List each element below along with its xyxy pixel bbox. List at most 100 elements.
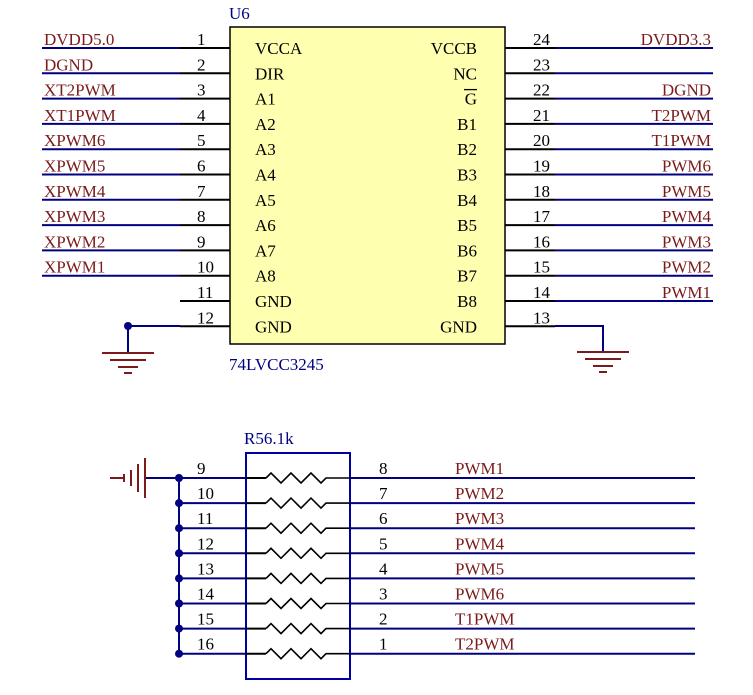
pin-name: B1 [457, 115, 477, 134]
net-label-xpwm2: XPWM2 [44, 232, 105, 251]
net-label-pwm6: PWM6 [662, 157, 711, 176]
net-label-pwm1: PWM1 [662, 283, 711, 302]
pin-name: VCCB [431, 39, 477, 58]
ic-pin-right-24: 24 VCCB DVDD3.3 [431, 30, 713, 58]
pin-number: 19 [533, 157, 550, 176]
net-label-dvdd3-3: DVDD3.3 [641, 30, 711, 49]
pin-number: 21 [533, 106, 550, 125]
net-label-pwm5: PWM5 [455, 559, 504, 578]
net-label-pwm4: PWM4 [662, 207, 712, 226]
pin-number: 2 [197, 55, 206, 74]
pin-number: 11 [197, 283, 213, 302]
ic-pin-right-14: 14 B8 PWM1 [457, 283, 713, 311]
pin-number-left: 12 [197, 534, 214, 553]
ic-pin-right-13: 13 GND [440, 308, 555, 336]
ic-pin-right-18: 18 B4 PWM5 [457, 182, 713, 210]
ic-designator: U6 [229, 4, 250, 23]
pin-name: G [465, 90, 477, 109]
pin-number-right: 5 [379, 534, 388, 553]
resistor-zigzag [265, 572, 350, 585]
pin-name: B8 [457, 292, 477, 311]
rn-row-9: 9 8 PWM1 [175, 459, 695, 485]
pin-number: 13 [533, 308, 550, 327]
net-label-xpwm6: XPWM6 [44, 131, 105, 150]
pin-number: 24 [533, 30, 551, 49]
net-label-pwm5: PWM5 [662, 182, 711, 201]
pin-name: B7 [457, 267, 477, 286]
ic-ground-wiring [102, 322, 629, 374]
pin-number: 4 [197, 106, 206, 125]
pin-name: A4 [255, 166, 276, 185]
pin-name: A7 [255, 241, 276, 260]
pin-number-right: 3 [379, 585, 388, 604]
net-label-pwm2: PWM2 [455, 484, 504, 503]
pin-number-right: 7 [379, 484, 388, 503]
pin-number-left: 14 [197, 585, 215, 604]
pin-number-left: 15 [197, 610, 214, 629]
resistor-zigzag [265, 647, 350, 660]
pin-name: A6 [255, 216, 276, 235]
net-label-t2pwm: T2PWM [652, 106, 712, 125]
ic-pin-right-23: 23 NC [453, 55, 713, 83]
pin-number: 20 [533, 131, 550, 150]
pin-number-right: 8 [379, 459, 388, 478]
net-label-pwm1: PWM1 [455, 459, 504, 478]
pin-name: GND [255, 292, 292, 311]
pin-number-left: 16 [197, 635, 214, 654]
rn-row-13: 13 4 PWM5 [175, 559, 695, 585]
pin-number-right: 4 [379, 559, 388, 578]
net-label-t2pwm: T2PWM [455, 635, 515, 654]
ground-symbol-left [102, 352, 154, 374]
pin-number-right: 2 [379, 610, 388, 629]
pin-number: 18 [533, 182, 550, 201]
pin-number: 6 [197, 157, 206, 176]
pin-name: B5 [457, 216, 477, 235]
pin-number-left: 9 [197, 459, 206, 478]
ic-pin-right-19: 19 B3 PWM6 [457, 157, 713, 185]
net-label-dgnd: DGND [44, 55, 93, 74]
pin-name: DIR [255, 64, 285, 83]
pin-number-right: 6 [379, 509, 388, 528]
pin-name: GND [440, 317, 477, 336]
pin-number: 3 [197, 81, 206, 100]
junction-dot [124, 322, 132, 330]
resistor-zigzag [265, 622, 350, 635]
net-label-pwm3: PWM3 [662, 232, 711, 251]
pin-number: 22 [533, 81, 550, 100]
pin-number-left: 10 [197, 484, 214, 503]
pin-number: 14 [533, 283, 551, 302]
pin-number: 15 [533, 258, 550, 277]
resistor-zigzag [265, 496, 350, 510]
pin-name: VCCA [255, 39, 303, 58]
pin-name: B4 [457, 191, 477, 210]
pin-number-left: 11 [197, 509, 213, 528]
pin-name: GND [255, 317, 292, 336]
pin-name: NC [453, 64, 477, 83]
net-label-xpwm1: XPWM1 [44, 258, 105, 277]
pin-number: 23 [533, 55, 550, 74]
pin-number-left: 13 [197, 559, 214, 578]
pin-name: B2 [457, 140, 477, 159]
resistor-zigzag [265, 522, 350, 535]
pin-name: B3 [457, 166, 477, 185]
resistor-zigzag [265, 547, 350, 560]
